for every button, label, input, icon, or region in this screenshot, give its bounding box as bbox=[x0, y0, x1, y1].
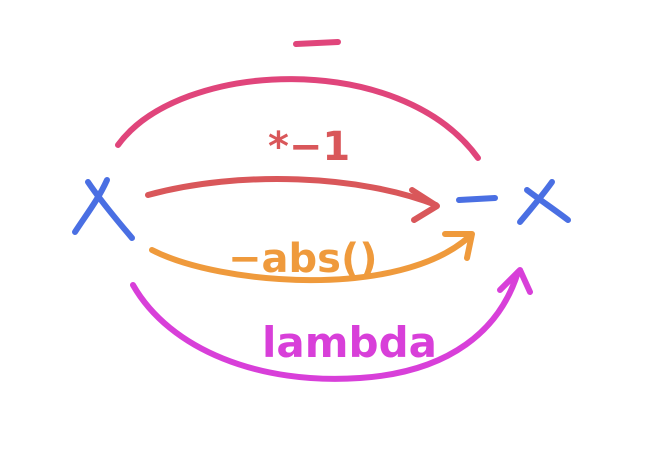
multiply-arrowhead bbox=[409, 187, 440, 223]
source-node-x bbox=[72, 177, 135, 241]
lambda-arrowhead bbox=[497, 267, 533, 295]
multiply-label: *−1 bbox=[268, 124, 350, 170]
abs-arrow bbox=[149, 233, 473, 284]
abs-label: −abs() bbox=[228, 236, 378, 282]
lambda-arrow bbox=[130, 269, 521, 382]
negation-arc bbox=[115, 76, 481, 161]
abs-arrowhead bbox=[442, 231, 475, 261]
target-node-neg-x bbox=[456, 179, 571, 225]
multiply-arrow bbox=[145, 176, 439, 208]
negation-label-mark bbox=[293, 39, 341, 47]
lambda-label: lambda bbox=[262, 318, 437, 367]
